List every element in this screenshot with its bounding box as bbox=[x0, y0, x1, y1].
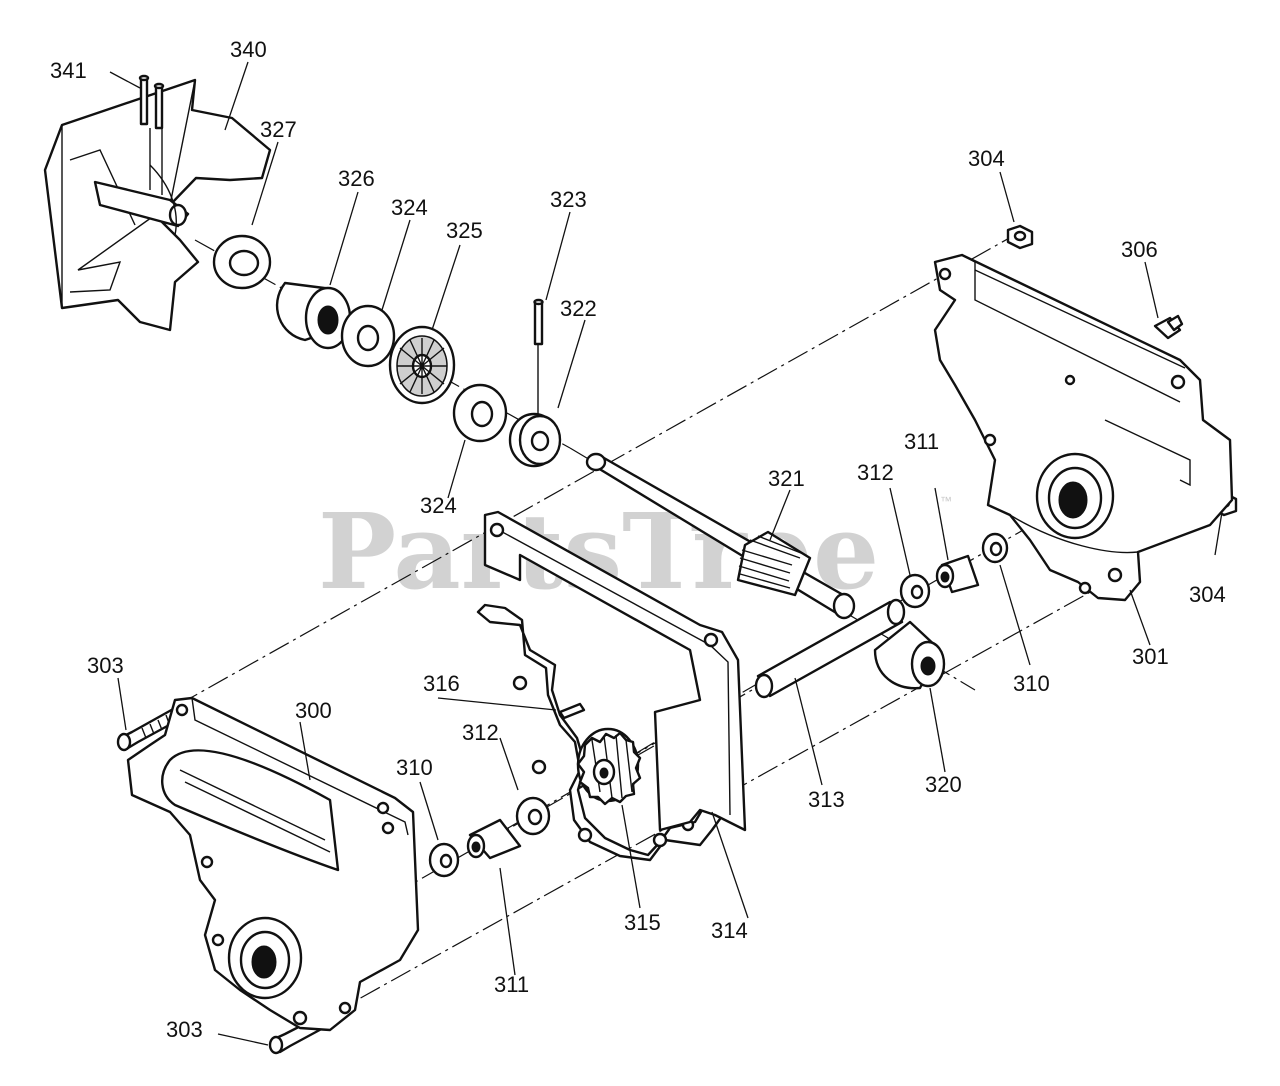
part-340-deflector bbox=[43, 78, 272, 332]
label-314: 314 bbox=[711, 918, 748, 943]
label-310-left: 310 bbox=[396, 755, 433, 780]
label-310-right: 310 bbox=[1013, 671, 1050, 696]
label-315: 315 bbox=[624, 910, 661, 935]
label-312-left: 312 bbox=[462, 720, 499, 745]
part-325-thrust-bearing bbox=[388, 325, 456, 405]
part-326-bearing bbox=[275, 281, 352, 350]
label-326: 326 bbox=[338, 166, 375, 191]
part-301-right-housing bbox=[933, 253, 1234, 602]
label-304-right: 304 bbox=[1189, 582, 1226, 607]
label-323: 323 bbox=[550, 187, 587, 212]
part-327-washer bbox=[212, 234, 272, 290]
part-316-key bbox=[558, 702, 586, 720]
part-312-left-washer bbox=[515, 796, 551, 836]
label-300: 300 bbox=[295, 698, 332, 723]
part-322-collar bbox=[508, 412, 562, 468]
label-303-upper: 303 bbox=[87, 653, 124, 678]
label-312-right: 312 bbox=[857, 460, 894, 485]
callout-labels: 341 340 327 326 324 325 323 322 324 304 … bbox=[50, 37, 1226, 1042]
label-306: 306 bbox=[1121, 237, 1158, 262]
part-306-fitting bbox=[1153, 314, 1184, 340]
part-310-right-washer bbox=[981, 532, 1009, 564]
part-300-left-housing bbox=[126, 696, 420, 1032]
part-304-nut-top bbox=[1006, 224, 1034, 250]
part-324-washer-lower bbox=[452, 383, 508, 443]
label-303-lower: 303 bbox=[166, 1017, 203, 1042]
leader-lines bbox=[109, 61, 1223, 1046]
label-324-upper: 324 bbox=[391, 195, 428, 220]
label-340: 340 bbox=[230, 37, 267, 62]
part-310-left-washer bbox=[428, 842, 460, 878]
label-316: 316 bbox=[423, 671, 460, 696]
part-324-washer-upper bbox=[340, 304, 396, 368]
part-312-right-washer bbox=[899, 573, 931, 609]
part-341-pins bbox=[138, 74, 165, 195]
label-320: 320 bbox=[925, 772, 962, 797]
part-314-gasket-back bbox=[483, 510, 747, 832]
part-321-worm-shaft bbox=[585, 452, 856, 620]
label-341: 341 bbox=[50, 58, 87, 83]
label-327: 327 bbox=[260, 117, 297, 142]
label-322: 322 bbox=[560, 296, 597, 321]
part-311-right-bushing bbox=[935, 554, 980, 594]
part-323-pin bbox=[533, 298, 544, 415]
label-311-left: 311 bbox=[494, 972, 529, 997]
label-313: 313 bbox=[808, 787, 845, 812]
label-304-top: 304 bbox=[968, 146, 1005, 171]
part-315-gear bbox=[576, 727, 642, 806]
label-321: 321 bbox=[768, 466, 805, 491]
label-325: 325 bbox=[446, 218, 483, 243]
part-320-bearing bbox=[873, 620, 946, 690]
part-311-left-bushing bbox=[466, 818, 522, 860]
label-324-lower: 324 bbox=[420, 493, 457, 518]
label-301: 301 bbox=[1132, 644, 1169, 669]
watermark-trademark: ™ bbox=[940, 494, 952, 508]
part-313-shaft bbox=[754, 598, 906, 699]
label-311-right: 311 bbox=[904, 429, 939, 454]
